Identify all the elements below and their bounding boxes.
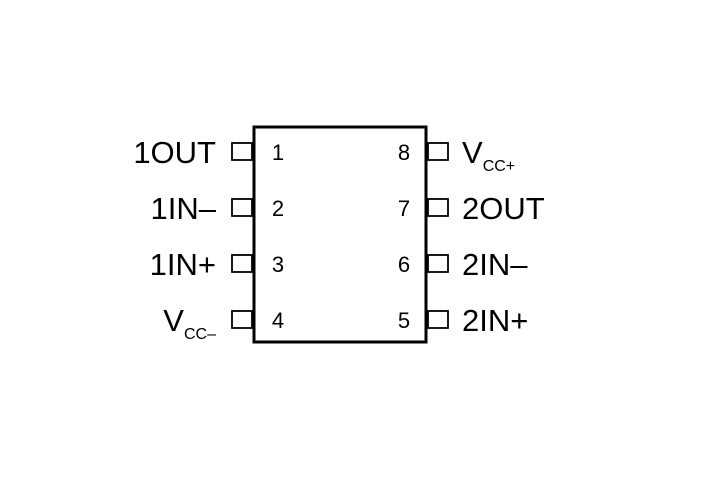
pin-number-1: 1 [272, 140, 284, 165]
pin-name-2: 1IN– [151, 191, 217, 226]
pin-lead-2 [231, 198, 253, 217]
pin-name-1: 1OUT [133, 135, 216, 170]
right-pin-5: 5 2IN+ [398, 303, 528, 338]
left-pin-3: 3 1IN+ [150, 247, 284, 282]
pin-lead-6 [427, 254, 449, 273]
pin-lead-3 [231, 254, 253, 273]
right-pin-8: 8 VCC+ [398, 135, 515, 175]
pin-lead-1 [231, 142, 253, 161]
pin-lead-8 [427, 142, 449, 161]
left-pin-1: 1 1OUT [133, 135, 284, 170]
right-pin-7: 7 2OUT [398, 191, 545, 226]
pin-number-8: 8 [398, 140, 410, 165]
right-pin-6: 6 2IN– [398, 247, 528, 282]
pin-lead-4 [231, 310, 253, 329]
pin-name-7: 2OUT [462, 191, 545, 226]
pin-name-6: 2IN– [462, 247, 528, 282]
ic-package-body [252, 125, 428, 344]
pin-name-4: VCC– [163, 303, 216, 343]
pin-name-8: VCC+ [462, 135, 515, 175]
left-pin-4: 4 VCC– [163, 303, 284, 343]
left-pin-2: 2 1IN– [151, 191, 285, 226]
pin-number-5: 5 [398, 308, 410, 333]
pin-number-4: 4 [272, 308, 284, 333]
pin-name-3: 1IN+ [150, 247, 216, 282]
pin-number-2: 2 [272, 196, 284, 221]
pin-name-5: 2IN+ [462, 303, 528, 338]
pin-number-7: 7 [398, 196, 410, 221]
pin-lead-7 [427, 198, 449, 217]
pin-lead-5 [427, 310, 449, 329]
pin-number-6: 6 [398, 252, 410, 277]
pin-number-3: 3 [272, 252, 284, 277]
